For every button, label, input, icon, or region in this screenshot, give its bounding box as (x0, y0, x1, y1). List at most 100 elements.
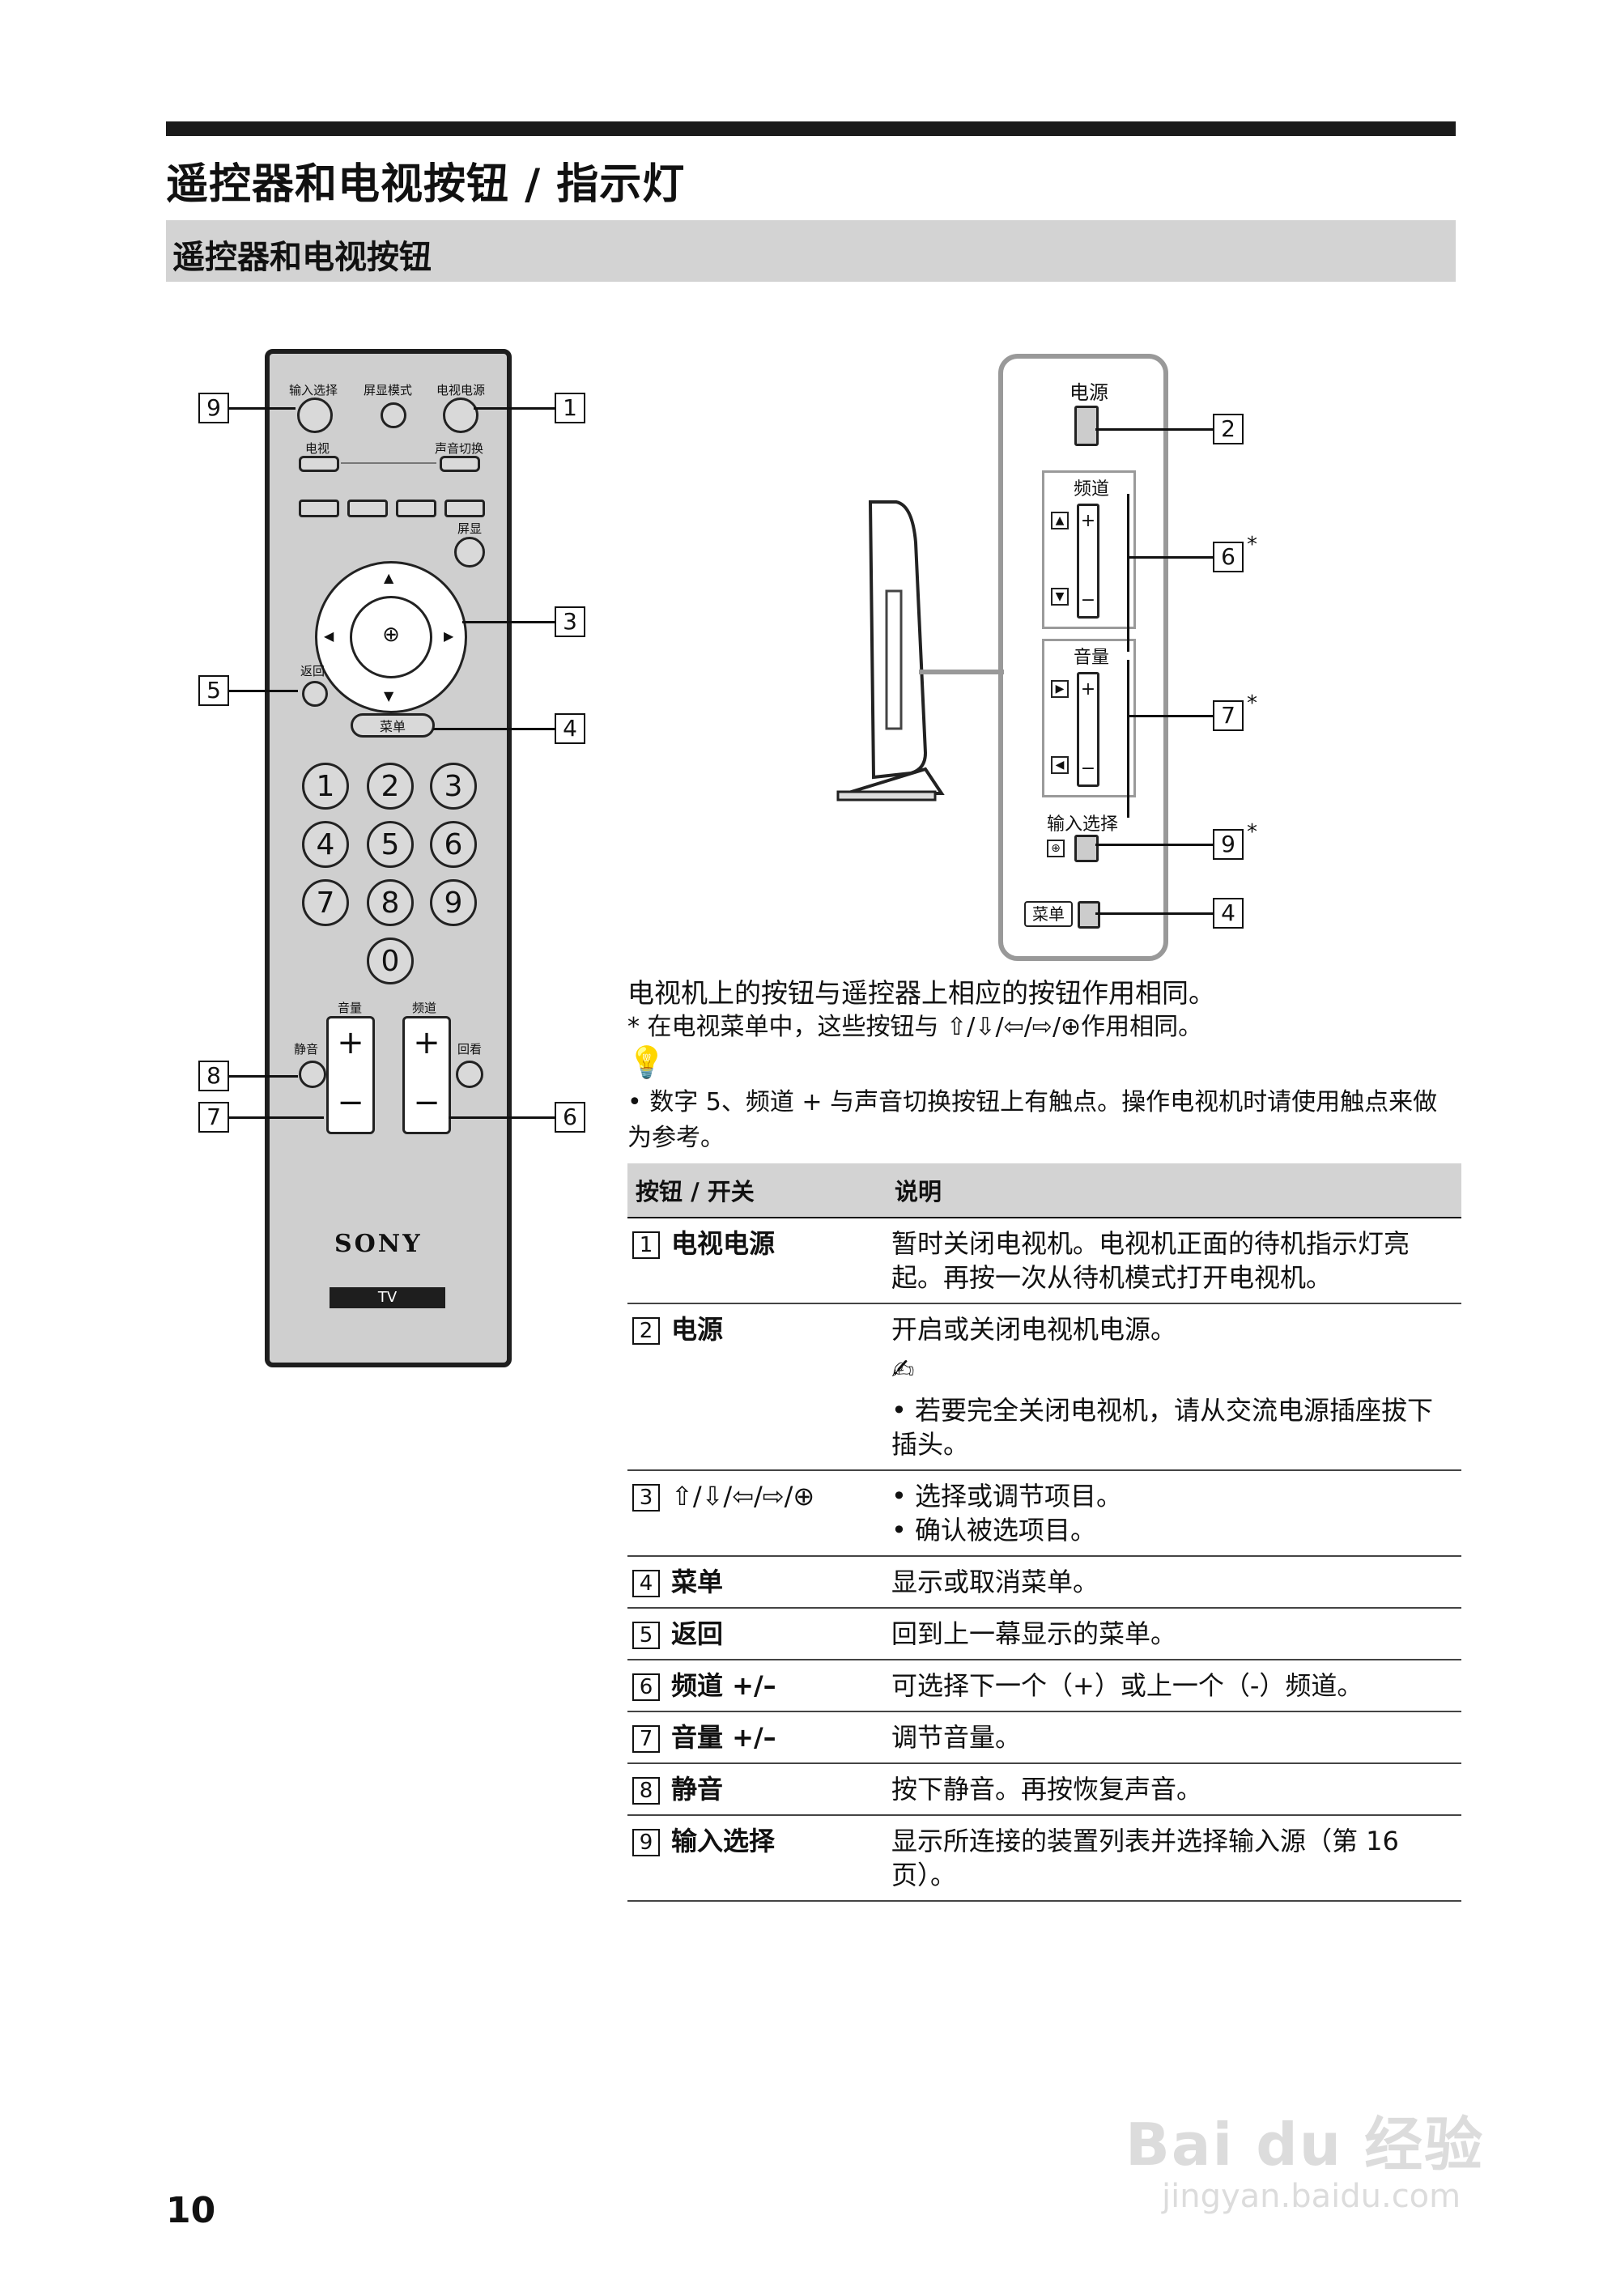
volume-minus: − (337, 1084, 364, 1121)
num-label: 0 (381, 944, 400, 978)
callout-6-panel: 6 (1213, 542, 1244, 572)
callout-2-panel: 2 (1213, 414, 1244, 444)
row-number: 3 (632, 1484, 660, 1512)
panel-volume-rocker[interactable]: + − (1077, 672, 1099, 787)
row-desc: 开启或关闭电视机电源。 (891, 1314, 1177, 1345)
row-desc: 显示所连接的装置列表并选择输入源（第 16 页）。 (891, 1826, 1399, 1890)
tv-mode-button[interactable] (299, 456, 339, 472)
num-button-7[interactable]: 7 (302, 879, 349, 926)
row-number: 7 (632, 1725, 660, 1753)
center-select-icon: ⊕ (382, 623, 400, 647)
row-desc: 显示或取消菜单。 (891, 1567, 1099, 1597)
color-button-red[interactable] (299, 500, 339, 517)
panel-label-menu: 菜单 (1032, 904, 1065, 924)
row-number: 5 (632, 1622, 660, 1649)
tv-power-button[interactable] (443, 398, 478, 433)
section-title: 遥控器和电视按钮 (172, 239, 432, 276)
panel-volume-group: 音量 + − ▶ ◀ (1042, 639, 1136, 797)
dpad-center-button[interactable]: ⊕ (350, 596, 432, 678)
table-header-desc: 说明 (887, 1163, 1461, 1218)
table-header-button: 按钮 / 开关 (627, 1163, 887, 1218)
remote-label-screen-mode: 屏显模式 (364, 383, 413, 398)
row-number: 1 (632, 1231, 660, 1259)
row-desc: • 若要完全关闭电视机，请从交流电源插座拔下插头。 (891, 1395, 1434, 1460)
row-desc: 按下静音。再按恢复声音。 (891, 1774, 1203, 1805)
callout-1: 1 (555, 393, 585, 423)
volume-plus: + (337, 1024, 364, 1061)
channel-minus: − (413, 1084, 440, 1121)
callout-5: 5 (198, 675, 229, 706)
panel-right-icon: ▶ (1051, 680, 1069, 698)
panel-up-icon: ▲ (1051, 512, 1069, 529)
panel-select-icon: ⊕ (1047, 840, 1065, 857)
num-button-4[interactable]: 4 (302, 821, 349, 868)
row-desc: 回到上一幕显示的菜单。 (891, 1618, 1177, 1649)
remote-label-sound: 声音切换 (435, 441, 484, 456)
num-label: 4 (316, 827, 335, 861)
num-button-2[interactable]: 2 (367, 763, 414, 810)
arrow-down-icon: ▼ (384, 688, 394, 704)
num-button-1[interactable]: 1 (302, 763, 349, 810)
table-row: 3⇧/⇩/⇦/⇨/⊕ • 选择或调节项目。 • 确认被选项目。 (627, 1470, 1461, 1557)
remote-label-osd: 屏显 (457, 521, 483, 536)
sound-switch-button[interactable] (440, 456, 480, 472)
row-desc: • 选择或调节项目。 (891, 1481, 1123, 1512)
row-desc: 调节音量。 (891, 1722, 1022, 1753)
num-button-5[interactable]: 5 (367, 821, 414, 868)
color-button-yellow[interactable] (396, 500, 436, 517)
num-button-9[interactable]: 9 (430, 879, 477, 926)
panel-menu-button[interactable] (1078, 901, 1100, 929)
panel-volume-plus: + (1080, 679, 1096, 699)
callout-7-remote: 7 (198, 1102, 229, 1133)
row-number: 4 (632, 1570, 660, 1597)
color-button-blue[interactable] (444, 500, 485, 517)
page-title: 遥控器和电视按钮 / 指示灯 (166, 160, 686, 209)
dpad-ring[interactable]: ⊕ ▲ ▼ ◀ ▶ (315, 561, 467, 713)
panel-channel-group: 频道 + − ▲ ▼ (1042, 470, 1136, 629)
num-button-0[interactable]: 0 (367, 938, 414, 984)
arrow-left-icon: ◀ (324, 628, 334, 644)
jump-button[interactable] (456, 1061, 483, 1088)
panel-channel-rocker[interactable]: + − (1077, 504, 1099, 619)
tv-side-view (836, 500, 1004, 801)
tv-button-panel: 电源 频道 + − ▲ ▼ 音量 + − ▶ ◀ 输入选择 ⊕ 菜单 (998, 354, 1168, 961)
num-label: 5 (381, 827, 400, 861)
num-button-8[interactable]: 8 (367, 879, 414, 926)
row-number: 6 (632, 1673, 660, 1701)
callout-3: 3 (555, 606, 585, 637)
osd-button[interactable] (454, 537, 485, 568)
arrow-up-icon: ▲ (384, 570, 394, 585)
remote-label-jump: 回看 (457, 1042, 483, 1057)
section-bar (166, 220, 1456, 282)
color-button-green[interactable] (347, 500, 388, 517)
remote-control: 输入选择 屏显模式 电视电源 电视 声音切换 屏显 ⊕ ▲ ▼ ◀ ▶ 返回 菜… (265, 349, 512, 1367)
panel-input-button[interactable] (1074, 835, 1099, 862)
input-select-button[interactable] (297, 398, 333, 433)
mute-button[interactable] (299, 1061, 326, 1088)
panel-label-power: 电源 (1070, 381, 1108, 404)
leader-line (229, 407, 296, 410)
row-number: 2 (632, 1317, 660, 1345)
remote-label-volume: 音量 (338, 1001, 363, 1015)
page-number: 10 (166, 2190, 216, 2231)
num-button-6[interactable]: 6 (430, 821, 477, 868)
num-label: 6 (444, 827, 463, 861)
channel-rocker[interactable]: + − (402, 1016, 451, 1134)
brand-logo: SONY (334, 1230, 423, 1258)
tip-text: • 数字 5、频道 + 与声音切换按钮上有触点。操作电视机时请使用触点来做为参考… (627, 1088, 1438, 1152)
screen-mode-button[interactable] (381, 402, 406, 428)
volume-rocker[interactable]: + − (326, 1016, 375, 1134)
row-name: 静音 (671, 1774, 724, 1805)
return-button[interactable] (302, 681, 328, 707)
callout-4-panel: 4 (1213, 898, 1244, 929)
num-button-3[interactable]: 3 (430, 763, 477, 810)
leader-line (1127, 715, 1213, 717)
callout-6-remote: 6 (555, 1102, 585, 1133)
leader-line (1095, 428, 1213, 431)
panel-power-button[interactable] (1074, 406, 1099, 446)
menu-button[interactable]: 菜单 (351, 713, 435, 738)
